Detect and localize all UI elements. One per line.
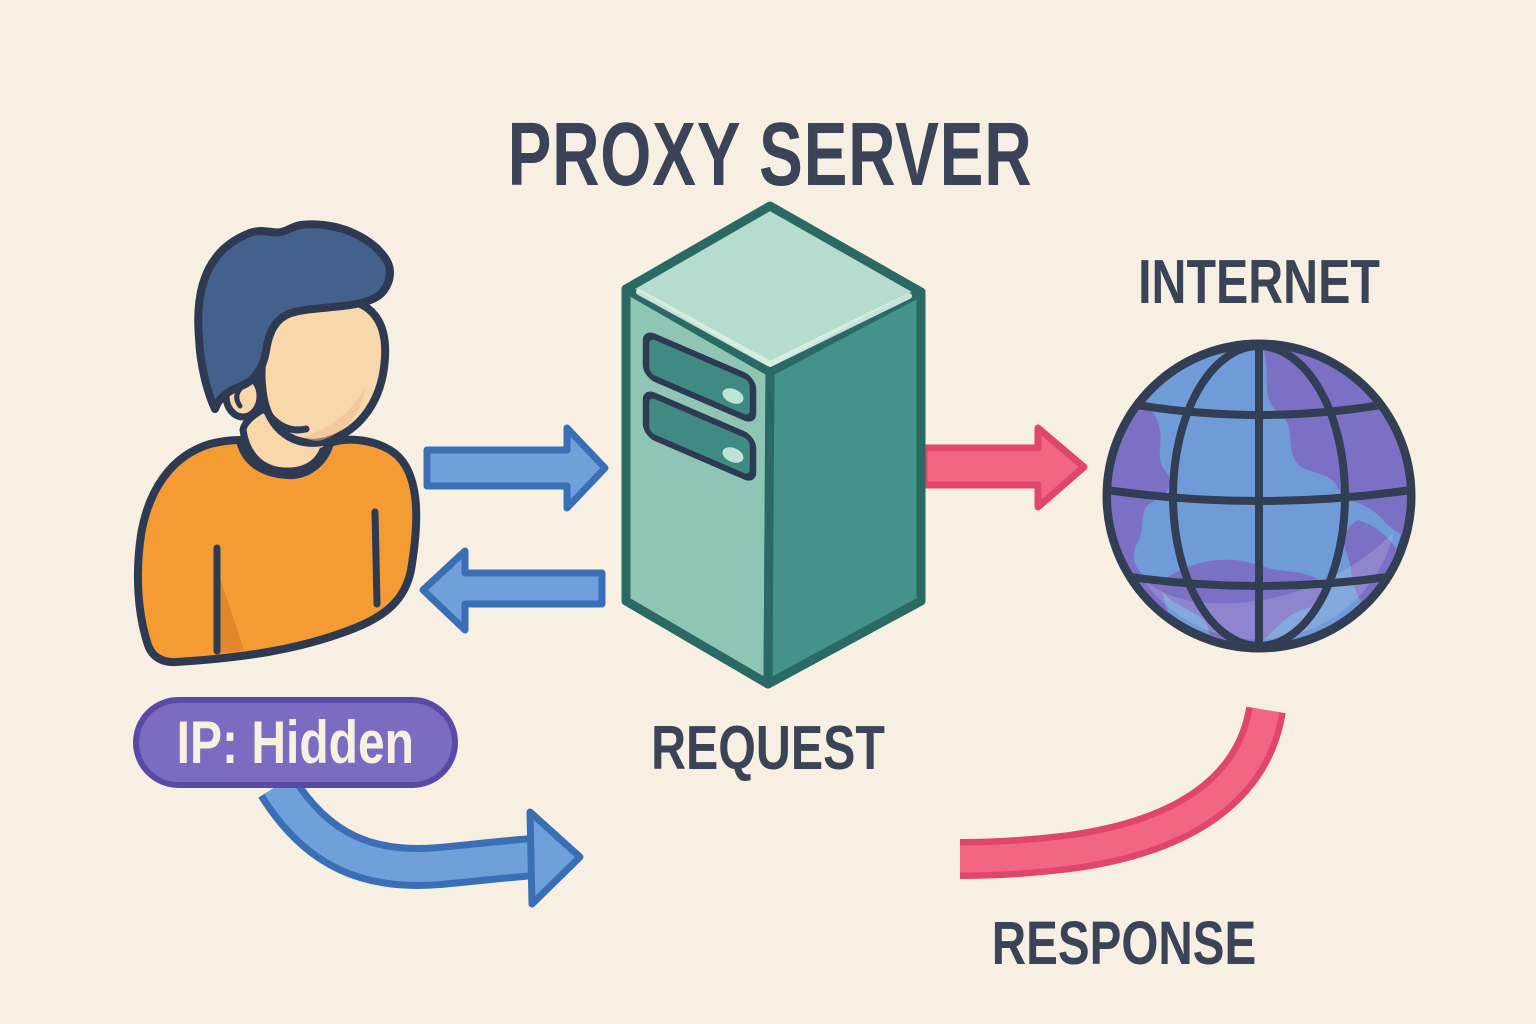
ip-hidden-badge-label: IP: Hidden bbox=[176, 709, 415, 776]
internet-label: INTERNET bbox=[1138, 248, 1380, 317]
page-title: PROXY SERVER bbox=[507, 105, 1033, 205]
response-label: RESPONSE bbox=[991, 909, 1257, 977]
internet-globe-icon bbox=[1102, 339, 1416, 653]
request-arrow-icon bbox=[423, 424, 609, 512]
forward-arrow-icon bbox=[920, 424, 1088, 511]
request-label: REQUEST bbox=[651, 714, 885, 783]
user-icon bbox=[133, 220, 421, 667]
response-curve-icon bbox=[959, 706, 1286, 879]
reply-arrow-icon bbox=[419, 547, 606, 634]
hidden-ip-arrow-icon bbox=[258, 774, 584, 908]
ip-hidden-badge: IP: Hidden bbox=[133, 697, 458, 788]
proxy-server-icon bbox=[621, 201, 926, 689]
